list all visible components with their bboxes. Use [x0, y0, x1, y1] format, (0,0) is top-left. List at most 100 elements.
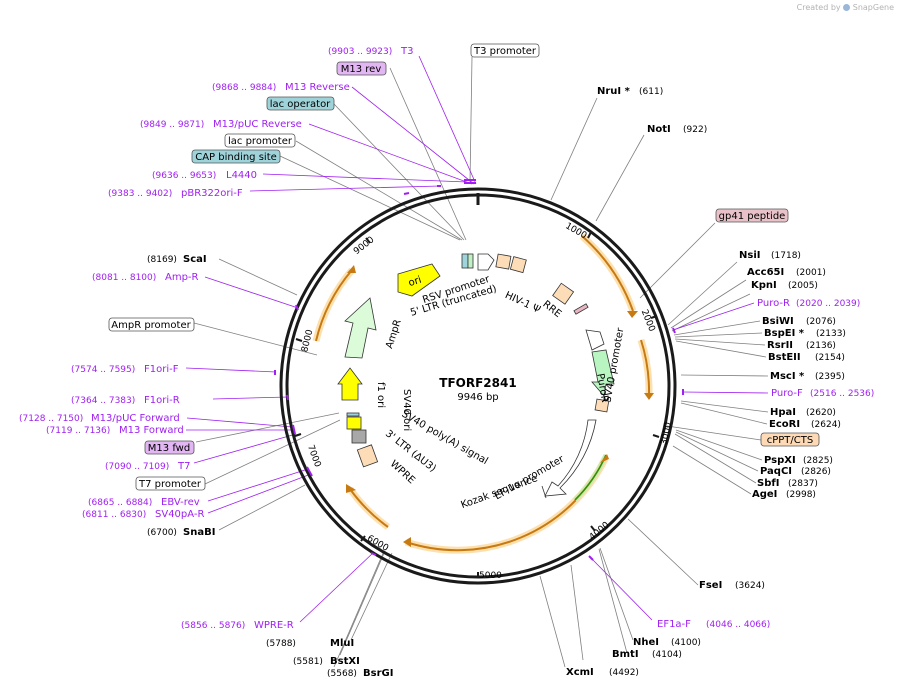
primer-ef1a-f[interactable]: EF1a-F(4046 .. 4066) [657, 619, 770, 630]
box-gp41-peptide[interactable]: gp41 peptide [715, 208, 789, 223]
enzyme-snabi[interactable]: (6700)SnaBI [147, 527, 215, 538]
primer-m13-reverse[interactable]: (9868 .. 9884)M13 Reverse [212, 82, 350, 93]
enzyme-xcmi[interactable]: XcmI(4492) [566, 667, 639, 678]
box-ampr-promoter[interactable]: AmpR promoter [108, 317, 195, 332]
primer-t3-pos: (9903 .. 9923) [328, 47, 392, 57]
enzyme-paqci-name: PaqCI [760, 466, 792, 477]
enzyme-scai-pos: (8169) [147, 255, 177, 265]
enzyme-acc65i[interactable]: Acc65I(2001) [747, 267, 826, 278]
enzyme-msci[interactable]: MscI *(2395) [770, 371, 845, 382]
primer-puro-f[interactable]: Puro-F(2516 .. 2536) [771, 388, 874, 399]
enzyme-bspei-name: BspEI * [764, 328, 805, 339]
enzyme-xcmi-name: XcmI [566, 667, 594, 678]
enzyme-paqci[interactable]: PaqCI(2826) [760, 466, 831, 477]
primer-m13-puc-reverse[interactable]: (9849 .. 9871)M13/pUC Reverse [140, 119, 302, 130]
enzyme-bstxi[interactable]: (5581)BstXI [293, 656, 360, 667]
primer-m13-forward-pos: (7119 .. 7136) [46, 426, 110, 436]
primer-t3-name: T3 [400, 46, 413, 57]
box-cap-binding-site[interactable]: CAP binding site [191, 149, 281, 164]
primer-pbr322ori-f-pos: (9383 .. 9402) [108, 189, 172, 199]
enzyme-agei-pos: (2998) [786, 490, 816, 500]
enzyme-bsrgi[interactable]: (5568)BsrGI [327, 668, 393, 679]
enzyme-sbfi[interactable]: SbfI(2837) [757, 478, 818, 489]
enzyme-hpai[interactable]: HpaI(2620) [770, 407, 836, 418]
enzyme-mlui[interactable]: (5788)MluI [266, 638, 354, 649]
box-lac-promoter-text: lac promoter [228, 136, 293, 147]
box-m13-rev-text: M13 rev [341, 64, 382, 75]
enzyme-nhei-pos: (4100) [671, 638, 701, 648]
enzyme-nrui[interactable]: NruI *(611) [597, 86, 663, 97]
box-lac-operator[interactable]: lac operator [266, 96, 335, 111]
enzyme-ecori-pos: (2624) [811, 420, 841, 430]
label-hiv-psi: HIV-1 Ψ [503, 290, 542, 316]
enzyme-scai[interactable]: (8169)ScaI [147, 254, 207, 265]
primer-m13-forward-name: M13 Forward [119, 425, 184, 436]
enzyme-kpni[interactable]: KpnI(2005) [751, 280, 818, 291]
box-m13-fwd[interactable]: M13 fwd [144, 440, 195, 455]
enzyme-bspei[interactable]: BspEI * (2133) [764, 328, 846, 339]
primer-puro-f-name: Puro-F [771, 388, 803, 399]
box-m13-rev[interactable]: M13 rev [336, 61, 387, 76]
primer-wpre-r-name: WPRE-R [254, 620, 294, 631]
enzyme-bsiwi-pos: (2076) [806, 317, 836, 327]
box-gp41-peptide-text: gp41 peptide [719, 211, 786, 222]
snapgene-logo-icon [843, 4, 851, 11]
enzyme-bmti-pos: (4104) [652, 650, 682, 660]
box-cppt-cts[interactable]: cPPT/CTS [760, 432, 820, 447]
enzyme-pspxi[interactable]: PspXI(2825) [764, 455, 833, 466]
primer-t7-pos: (7090 .. 7109) [105, 462, 169, 472]
enzyme-bsiwi[interactable]: BsiWI(2076) [762, 316, 836, 327]
primer-ebv-rev[interactable]: (6865 .. 6884)EBV-rev [88, 497, 200, 508]
enzyme-bsrgi-pos: (5568) [327, 669, 357, 679]
label-ampr: AmpR [384, 318, 404, 350]
primer-amp-r-name: Amp-R [165, 272, 199, 283]
orf-arcs [312, 233, 653, 554]
primer-m13-forward[interactable]: (7119 .. 7136) M13 Forward [46, 425, 184, 436]
inner-features [337, 253, 615, 499]
primer-sv40pa-r-name: SV40pA-R [155, 509, 204, 520]
enzyme-fsei[interactable]: FseI(3624) [699, 580, 765, 591]
enzyme-noti[interactable]: NotI(922) [647, 124, 707, 135]
primer-l4440[interactable]: (9636 .. 9653)L4440 [152, 170, 257, 181]
box-lac-promoter[interactable]: lac promoter [224, 133, 296, 148]
primer-pbr322ori-f[interactable]: (9383 .. 9402)pBR322ori-F [108, 188, 243, 199]
enzyme-nhei-name: NheI [633, 637, 659, 648]
plasmid-length: 9946 bp [457, 392, 498, 403]
box-t3-promoter[interactable]: T3 promoter [470, 43, 540, 58]
enzyme-rsrii-pos: (2136) [806, 341, 836, 351]
primer-t7[interactable]: (7090 .. 7109)T7 [105, 461, 190, 472]
enzyme-nsii-name: NsiI [739, 250, 760, 261]
enzyme-rsrii[interactable]: RsrII(2136) [767, 340, 836, 351]
box-t7-promoter[interactable]: T7 promoter [135, 476, 206, 491]
credit-brand: SnapGene [852, 3, 894, 12]
primer-t3[interactable]: (9903 .. 9923) T3 [328, 46, 413, 57]
label-ori: ori [407, 275, 423, 289]
primer-f1ori-r[interactable]: (7364 .. 7383)F1ori-R [71, 395, 180, 406]
primer-amp-r[interactable]: (8081 .. 8100)Amp-R [92, 272, 199, 283]
enzyme-noti-pos: (922) [683, 125, 707, 135]
primer-f1ori-f-pos: (7574 .. 7595) [71, 365, 135, 375]
primer-f1ori-f[interactable]: (7574 .. 7595)F1ori-F [71, 364, 179, 375]
primer-ef1a-f-name: EF1a-F [657, 619, 691, 630]
enzyme-agei[interactable]: AgeI(2998) [752, 489, 816, 500]
primer-sv40pa-r[interactable]: (6811 .. 6830)SV40pA-R [82, 509, 204, 520]
enzyme-bsteii-name: BstEII [768, 352, 801, 363]
box-lac-operator-text: lac operator [270, 99, 331, 110]
primer-m13-puc-forward[interactable]: (7128 .. 7150)M13/pUC Forward [19, 413, 180, 424]
enzyme-bspei-pos: (2133) [816, 329, 846, 339]
enzyme-nsii[interactable]: NsiI(1718) [739, 250, 801, 261]
primer-puro-r[interactable]: Puro-R(2020 .. 2039) [757, 298, 860, 309]
plasmid-name: TFORF2841 [439, 376, 516, 390]
box-cap-binding-site-text: CAP binding site [195, 152, 277, 163]
enzyme-nhei[interactable]: NheI (4100) [633, 637, 701, 648]
enzyme-nrui-name: NruI * [597, 86, 631, 97]
enzyme-labels-left: (5568)BsrGI (5581)BstXI (5788)MluI (6700… [147, 254, 393, 679]
enzyme-bmti[interactable]: BmtI(4104) [612, 649, 682, 660]
enzyme-msci-name: MscI * [770, 371, 805, 382]
primer-wpre-r[interactable]: (5856 .. 5876)WPRE-R [181, 620, 294, 631]
enzyme-sbfi-pos: (2837) [788, 479, 818, 489]
enzyme-ecori[interactable]: EcoRI(2624) [769, 419, 841, 430]
tick-1000: 1000 [563, 221, 588, 241]
enzyme-bsteii[interactable]: BstEII(2154) [768, 352, 845, 363]
